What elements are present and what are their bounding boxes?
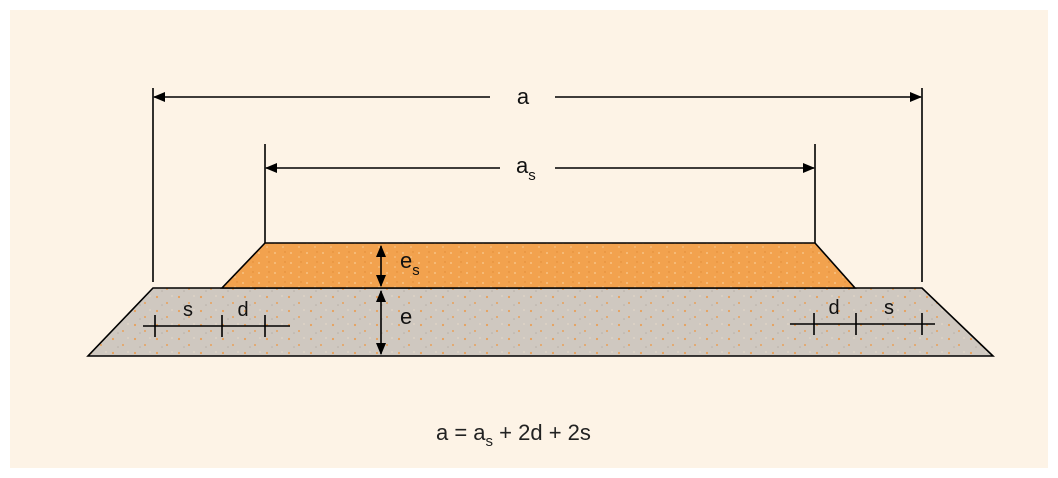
label-es-subscript: s xyxy=(412,262,420,279)
base-layer xyxy=(86,287,995,357)
label-e: e xyxy=(400,304,412,329)
label-as: as xyxy=(516,153,536,184)
formula: a = as + 2d + 2s xyxy=(436,420,591,450)
label-es: es xyxy=(400,248,420,279)
surface-layer xyxy=(220,242,857,289)
label-a: a xyxy=(517,84,530,109)
formula-part-1: a = a xyxy=(436,420,486,445)
diagram-frame xyxy=(10,10,1048,468)
label-s-left: s xyxy=(183,299,193,321)
label-d-right: d xyxy=(828,297,839,319)
label-as-base: a xyxy=(516,153,529,178)
label-as-subscript: s xyxy=(528,167,536,184)
formula-subscript: s xyxy=(486,433,494,450)
label-d-left: d xyxy=(237,299,248,321)
label-es-base: e xyxy=(400,248,412,273)
formula-part-2: + 2d + 2s xyxy=(493,420,591,445)
label-s-right: s xyxy=(884,297,894,319)
